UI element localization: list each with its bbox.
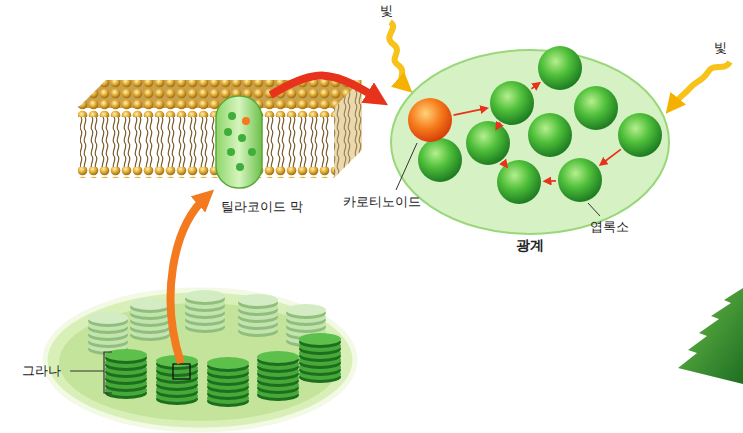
zoom-box xyxy=(173,364,190,379)
carotenoid-molecule xyxy=(408,98,452,142)
membrane-label: 틸라코이드 막 xyxy=(221,199,303,215)
leader-line xyxy=(588,203,600,216)
chlorophyll-molecule xyxy=(528,113,572,157)
light-arrow xyxy=(389,22,405,86)
grana-label: 그라나 xyxy=(22,363,61,379)
chlorophyll-molecule xyxy=(538,46,582,90)
label-holder: 카로티노이드 xyxy=(343,194,421,210)
membrane-side xyxy=(334,80,362,178)
granum xyxy=(299,333,341,383)
pigment-dot xyxy=(224,128,232,136)
chlorophyll-molecule xyxy=(558,158,602,202)
lipid-heads xyxy=(78,167,334,178)
photosystem-outline xyxy=(391,50,669,234)
pigment-dot xyxy=(238,134,246,142)
chlorophyll-molecule xyxy=(497,160,541,204)
chlorophyll-molecule xyxy=(466,121,510,165)
chlorophyll-label: 엽록소 xyxy=(590,219,629,235)
membrane-heads xyxy=(78,80,362,108)
energy-connector xyxy=(271,76,378,99)
leader-line xyxy=(396,143,417,190)
pigment-dot xyxy=(242,117,250,125)
granum xyxy=(105,349,147,399)
lipid-tails xyxy=(80,143,332,168)
energy-transfer-arrow xyxy=(504,163,505,165)
granum xyxy=(238,294,278,337)
light-label: 빛 xyxy=(714,40,727,56)
zoom-arrow xyxy=(171,197,206,363)
carotenoid-label: 카로티노이드 xyxy=(343,194,421,210)
lipid-tails xyxy=(80,117,332,143)
chlorophyll-molecule xyxy=(418,138,462,182)
energy-transfer-arrow xyxy=(602,149,620,163)
label-holder: 엽록소 xyxy=(590,219,629,235)
granum xyxy=(257,351,299,401)
photosystem-ellipse: 광계 xyxy=(388,38,672,262)
granum xyxy=(185,290,225,333)
membrane-side-tails xyxy=(334,80,362,178)
energy-transfer-arrow xyxy=(547,180,556,182)
light-arrow xyxy=(672,62,730,106)
label-holder: 빛 xyxy=(714,40,727,56)
chloroplast-envelope xyxy=(45,290,355,430)
thylakoid-membrane xyxy=(78,80,362,188)
leaf xyxy=(678,288,743,384)
energy-transfer-arrow xyxy=(498,122,501,127)
energy-transfer-arrow xyxy=(454,109,485,115)
pigment-dot xyxy=(248,148,256,156)
membrane-node: 틸라코이드 막 xyxy=(70,95,365,222)
energy-transfer-arrow xyxy=(531,84,537,88)
chlorophyll-molecule xyxy=(618,113,662,157)
chloroplast xyxy=(45,290,355,430)
grana-bracket xyxy=(104,352,112,393)
leader-line xyxy=(70,371,104,372)
pigment-dot xyxy=(236,163,244,171)
label-holder: 그라나 xyxy=(22,363,61,379)
granum xyxy=(207,357,249,407)
granum xyxy=(88,312,128,355)
photosystem-label: 광계 xyxy=(516,237,544,253)
label-holder: 빛 xyxy=(380,3,393,19)
light-label: 빛 xyxy=(380,3,393,19)
photosystem-protein xyxy=(216,96,262,188)
granum xyxy=(130,298,170,341)
chlorophyll-molecule xyxy=(574,86,618,130)
pigment-dot xyxy=(228,112,236,120)
membrane-surface xyxy=(78,80,362,108)
photosystem-outline xyxy=(388,38,672,262)
lipid-heads xyxy=(78,106,334,117)
chlorophyll-molecule xyxy=(490,81,534,125)
pigment-dot xyxy=(227,148,235,156)
